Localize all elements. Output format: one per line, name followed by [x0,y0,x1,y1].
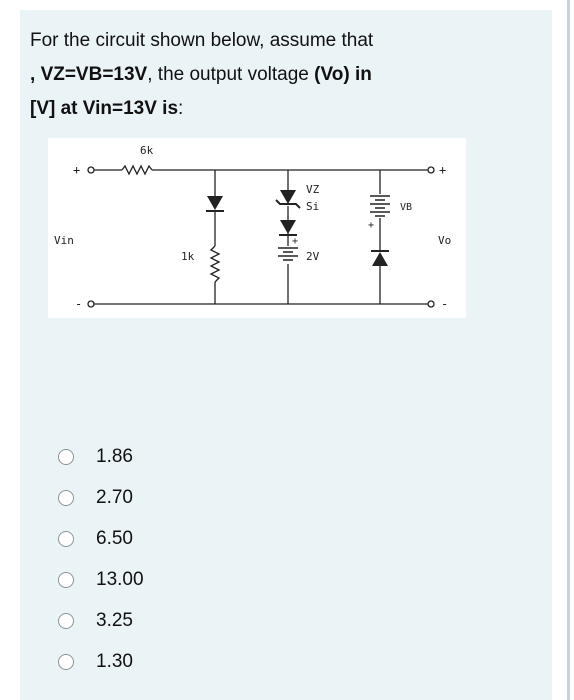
circuit-diagram: + + 6k 1k VZ Si 2V VB Vin Vo + - + - [48,138,466,318]
vz-label: VZ [306,183,320,196]
answer-label: 13.00 [96,568,144,590]
svg-text:+: + [292,236,298,247]
answer-options: 1.86 2.70 6.50 13.00 3.25 1.30 [58,436,144,682]
radio-button[interactable] [58,530,74,547]
vo-minus-sign: - [441,297,448,311]
radio-button[interactable] [58,489,74,506]
radio-button[interactable] [58,571,74,588]
answer-label: 6.50 [96,527,133,549]
answer-option[interactable]: 2.70 [58,477,144,518]
answer-option[interactable]: 13.00 [58,559,144,600]
battery-2v-label: 2V [306,250,320,263]
answer-option[interactable]: 1.86 [58,436,144,477]
vb-label: VB [400,202,412,213]
resistor-1k-label: 1k [181,250,195,263]
radio-button[interactable] [58,612,74,629]
question-line-3: [V] at Vin=13V is: [30,98,184,119]
answer-option[interactable]: 3.25 [58,600,144,641]
vin-minus-sign: - [75,297,82,311]
radio-button[interactable] [58,653,74,670]
question-text: For the circuit shown below, assume that… [30,24,510,126]
answer-label: 1.30 [96,650,133,672]
vz-vb-value: VZ=VB=13V [40,64,148,85]
resistor-6k-label: 6k [140,144,154,157]
answer-label: 2.70 [96,486,133,508]
scrollbar[interactable] [563,0,574,700]
radio-button[interactable] [58,448,74,465]
answer-option[interactable]: 6.50 [58,518,144,559]
svg-text:+: + [368,220,374,231]
circuit-svg: + + 6k 1k VZ Si 2V VB Vin Vo + - + - [54,144,451,311]
answer-label: 1.86 [96,445,133,467]
answer-option[interactable]: 1.30 [58,641,144,682]
vo-label: (Vo) in [314,64,372,85]
vin-plus-sign: + [73,163,80,177]
vin-label: Vin [54,234,74,247]
vo-circuit-label: Vo [438,234,451,247]
vo-plus-sign: + [439,163,446,177]
question-line-1: For the circuit shown below, assume that [30,30,374,51]
answer-label: 3.25 [96,609,133,631]
si-label: Si [306,200,319,213]
question-card [20,10,552,700]
question-line-2: , VZ=VB=13V, the output voltage (Vo) in [30,64,372,85]
